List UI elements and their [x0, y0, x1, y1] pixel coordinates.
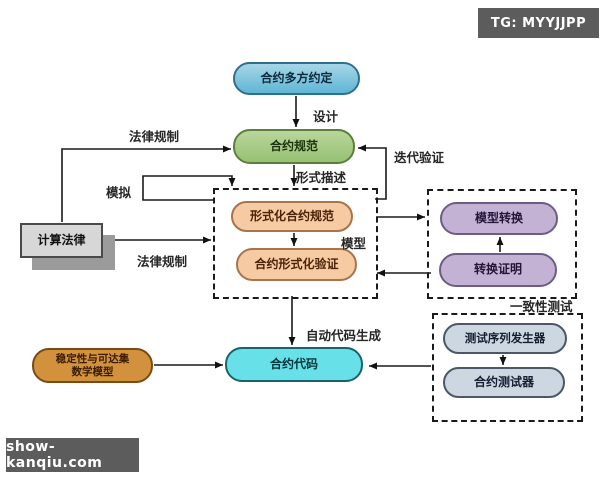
node-stability-reachability-model: 稳定性与可达集 数学模型 [32, 348, 153, 383]
arrow-legal-regulation-top [61, 145, 231, 222]
edge-label-formal-description: 形式描述 [296, 170, 347, 185]
node-transformation-proof-label: 转换证明 [473, 262, 522, 277]
node-contract-spec-label: 合约规范 [269, 138, 318, 153]
node-contract-agreement-label: 合约多方约定 [260, 70, 333, 85]
edge-label-auto-code-generation: 自动代码生成 [306, 328, 382, 343]
node-model-transformation-label: 模型转换 [474, 210, 523, 225]
node-model-transformation: 模型转换 [440, 202, 558, 235]
node-test-sequence-generator: 测试序列发生器 [443, 323, 567, 354]
node-contract-spec: 合约规范 [233, 129, 355, 164]
edge-label-iterative-verification: 迭代验证 [394, 150, 445, 165]
node-formal-contract-spec-label: 形式化合约规范 [249, 208, 334, 223]
watermark-telegram-badge: TG: MYYJJPP [478, 8, 599, 38]
node-contract-tester-label: 合约测试器 [473, 374, 534, 389]
node-computational-law: 计算法律 [20, 223, 103, 258]
edge-label-consistency-testing: 一致性测试 [510, 299, 573, 314]
node-transformation-proof: 转换证明 [439, 253, 557, 287]
node-formal-contract-spec: 形式化合约规范 [231, 201, 353, 232]
watermark-site-badge: show-kanqiu.com [6, 438, 139, 472]
node-computational-law-label: 计算法律 [37, 232, 86, 247]
node-contract-code: 合约代码 [225, 347, 363, 382]
edge-label-simulation: 模拟 [106, 185, 132, 200]
node-contract-agreement: 合约多方约定 [233, 62, 360, 95]
node-stability-model-line1: 稳定性与可达集 [55, 353, 130, 366]
node-contract-tester: 合约测试器 [443, 367, 565, 398]
node-contract-code-label: 合约代码 [269, 356, 318, 371]
dashed-group-formal-model [213, 188, 378, 299]
node-test-sequence-generator-label: 测试序列发生器 [464, 330, 546, 345]
dashed-group-transformation [427, 189, 577, 299]
dashed-group-testing [432, 313, 583, 422]
edge-label-design: 设计 [313, 109, 339, 124]
node-stability-model-line2: 数学模型 [71, 365, 114, 378]
edge-label-model: 模型 [341, 236, 367, 251]
node-contract-formal-verification: 合约形式化验证 [236, 248, 357, 281]
edge-label-legal-regulation-top: 法律规制 [129, 129, 180, 144]
edge-label-legal-regulation-bottom: 法律规制 [137, 254, 188, 269]
node-contract-formal-verification-label: 合约形式化验证 [254, 256, 339, 271]
